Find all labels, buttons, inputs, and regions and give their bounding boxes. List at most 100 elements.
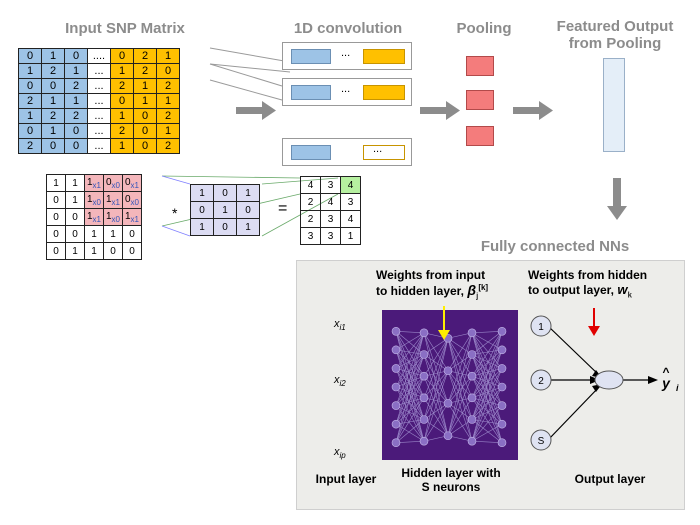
hidden-edge — [471, 331, 503, 355]
output-cell: 3 — [340, 193, 361, 211]
kernel-cell: 0 — [213, 218, 237, 236]
hidden-edge — [471, 368, 503, 399]
hidden-edge — [471, 349, 503, 420]
hidden-edge — [471, 354, 503, 369]
output-cell: 4 — [320, 193, 341, 211]
output-layer-label: Output layer — [574, 472, 646, 486]
output-cell: 2 — [300, 193, 321, 211]
hidden-edge — [395, 354, 425, 369]
hidden-edge — [471, 354, 503, 388]
pool-box — [466, 56, 494, 76]
example-cell: 1 — [103, 225, 123, 243]
hidden-edge — [395, 419, 425, 443]
output-cell: 3 — [300, 227, 321, 245]
hidden-edge — [395, 332, 425, 406]
hidden-edge — [423, 397, 449, 436]
hidden-edge — [423, 332, 449, 371]
hidden-edge — [471, 386, 503, 399]
snp-cell: 1 — [156, 123, 180, 139]
example-cell: 1 — [65, 174, 85, 192]
conv-orange-segment — [363, 49, 405, 64]
hidden-neuron — [467, 350, 477, 359]
example-value: 0 — [129, 245, 135, 257]
weight-subscript: x1 — [111, 197, 120, 207]
y-sub: i — [676, 383, 679, 393]
hidden-edge — [471, 331, 503, 420]
hidden-neuron — [419, 371, 429, 381]
example-value: 1 — [105, 193, 112, 205]
example-cell: 0 — [46, 208, 66, 226]
arrow-to-featured-icon — [513, 101, 553, 120]
kernel-cell: 1 — [190, 184, 214, 202]
hidden-label-line2: S neurons — [421, 480, 481, 494]
weights-output-line2-wrap: to output layer, wk — [528, 282, 678, 299]
weights-output-line1: Weights from hidden — [528, 268, 648, 282]
snp-cell: .... — [87, 48, 111, 64]
hidden-neuron — [443, 366, 453, 376]
example-line — [161, 175, 191, 185]
x-sub: ip — [339, 451, 346, 461]
example-line — [161, 225, 191, 237]
hidden-edge — [447, 338, 473, 377]
hidden-edge — [395, 405, 425, 442]
example-cell: 0 — [46, 225, 66, 243]
hidden-edge — [471, 332, 503, 351]
hidden-edge — [471, 349, 503, 442]
hidden-edge — [395, 332, 425, 388]
example-value: 1 — [86, 193, 93, 205]
weight-subscript: x0 — [111, 214, 120, 224]
hidden-edge — [395, 331, 425, 442]
example-value: 1 — [72, 194, 78, 206]
kernel-cell: 0 — [190, 201, 214, 219]
example-cell: 1x0 — [103, 208, 123, 226]
snp-cell: 1 — [110, 108, 134, 124]
hidden-neuron — [419, 436, 429, 446]
example-cell: 1 — [65, 191, 85, 209]
example-value: 1 — [105, 210, 112, 222]
kernel-cell: 0 — [213, 184, 237, 202]
snp-cell: 0 — [133, 108, 157, 124]
hidden-edge — [395, 440, 425, 444]
example-cell: 0 — [65, 225, 85, 243]
example-cell: 1x0 — [84, 191, 104, 209]
example-value: 1 — [72, 177, 78, 189]
hidden-neuron — [419, 328, 429, 338]
hidden-edge — [395, 354, 425, 443]
example-value: 1 — [91, 228, 97, 240]
hidden-edge — [395, 349, 425, 377]
hidden-edge — [471, 419, 503, 425]
hidden-edge — [395, 386, 425, 442]
example-value: 0 — [124, 176, 131, 188]
snp-cell: 1 — [110, 138, 134, 154]
output-cell: 2 — [300, 210, 321, 228]
input-x2: xi2 — [334, 374, 346, 388]
hidden-edge — [395, 405, 425, 420]
kernel-cell: 1 — [236, 218, 260, 236]
y-symbol: y — [661, 375, 671, 391]
featured-output-line2: from Pooling — [568, 35, 662, 52]
weights-output-label: Weights from hidden to output layer, wk — [528, 268, 678, 299]
red-down-arrow-icon — [588, 308, 600, 336]
hidden-edge — [471, 331, 503, 442]
hidden-edge — [471, 332, 503, 406]
edge — [547, 385, 601, 441]
example-cell: 0x0 — [122, 191, 142, 209]
example-cell: 0 — [122, 225, 142, 243]
hidden-edge — [395, 332, 425, 369]
example-cell: 1 — [84, 242, 104, 260]
hidden-neuron — [391, 326, 401, 336]
pool-box — [466, 126, 494, 146]
arrow-down-to-fc-icon — [607, 178, 627, 220]
hidden-edge — [395, 354, 425, 388]
